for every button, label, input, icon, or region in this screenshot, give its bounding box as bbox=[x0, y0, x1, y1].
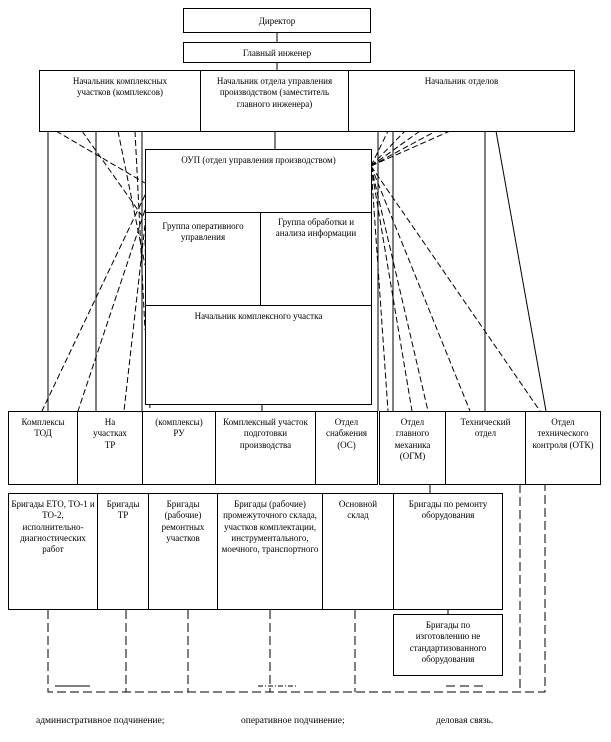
brigades-nonstandard-box: Бригады по изготовлению не стандартизова… bbox=[393, 614, 503, 676]
legend-business: деловая связь. bbox=[436, 716, 494, 726]
brigades-repair-sections-box: Бригады (рабочие) ремонтных участков bbox=[148, 493, 218, 610]
complexes-ru-box: (комплексы) РУ bbox=[142, 411, 216, 485]
technical-dept-box: Технический отдел bbox=[445, 411, 526, 485]
link-business-left bbox=[47, 484, 546, 693]
link-op-2 bbox=[81, 130, 146, 221]
complex-prep-section-box: Комплексный участок подготовки производс… bbox=[215, 411, 316, 485]
link-op-10 bbox=[370, 130, 406, 167]
link-op-11 bbox=[370, 130, 421, 167]
chief-mechanic-dept-box: Отдел главного механика (ОГМ) bbox=[379, 411, 446, 485]
link-op-5 bbox=[41, 194, 146, 412]
link-op-12 bbox=[370, 130, 437, 167]
complexes-tod-box: Комплексы ТОД bbox=[8, 411, 78, 485]
link-depts-otk bbox=[495, 130, 547, 412]
brigades-tr-box: Бригады ТР bbox=[97, 493, 149, 610]
link-op-16 bbox=[370, 165, 429, 412]
link-op-13 bbox=[370, 130, 451, 167]
head-complex-sections-box: Начальник комплексных участков (комплекс… bbox=[39, 70, 201, 132]
link-op-4 bbox=[134, 130, 146, 331]
main-warehouse-box: Основной склад bbox=[322, 493, 394, 610]
tr-sections-box: На участках ТР bbox=[77, 411, 143, 485]
legend-operational: оперативное подчинение; bbox=[241, 716, 345, 726]
brigades-eto-box: Бригады ЕТО, ТО-1 и ТО-2, исполнительно-… bbox=[8, 493, 98, 610]
oup-title: ОУП (отдел управления производством) bbox=[181, 155, 336, 165]
link-op-14 bbox=[370, 165, 541, 412]
link-op-15 bbox=[370, 165, 471, 412]
link-op-18 bbox=[370, 165, 389, 412]
brigades-workers-box: Бригады (рабочие) промежуточного склада,… bbox=[217, 493, 323, 610]
brigades-equipment-repair-box: Бригады по ремонту оборудования bbox=[393, 493, 503, 610]
link-op-6 bbox=[77, 209, 146, 412]
supply-dept-box: Отдел снабжения (ОС) bbox=[315, 411, 378, 485]
legend-administrative: административное подчинение; bbox=[36, 716, 165, 726]
link-op-1 bbox=[55, 130, 146, 184]
op-control-group-box: Группа оперативного управления bbox=[145, 212, 261, 306]
link-op-17 bbox=[370, 165, 413, 412]
director-box: Директор bbox=[183, 8, 371, 33]
head-departments-box: Начальник отделов bbox=[348, 70, 575, 132]
link-op-7 bbox=[123, 224, 146, 412]
link-op-9 bbox=[370, 130, 389, 167]
link-op-3 bbox=[117, 130, 146, 266]
quality-control-dept-box: Отдел технического контроля (ОТК) bbox=[525, 411, 601, 485]
head-complex-section-box: Начальник комплексного участка bbox=[145, 305, 372, 405]
info-processing-group-box: Группа обработки и анализа информации bbox=[260, 212, 372, 306]
head-production-dept-box: Начальник отдела управления производство… bbox=[200, 70, 349, 132]
chief-engineer-box: Главный инженер bbox=[183, 42, 371, 63]
